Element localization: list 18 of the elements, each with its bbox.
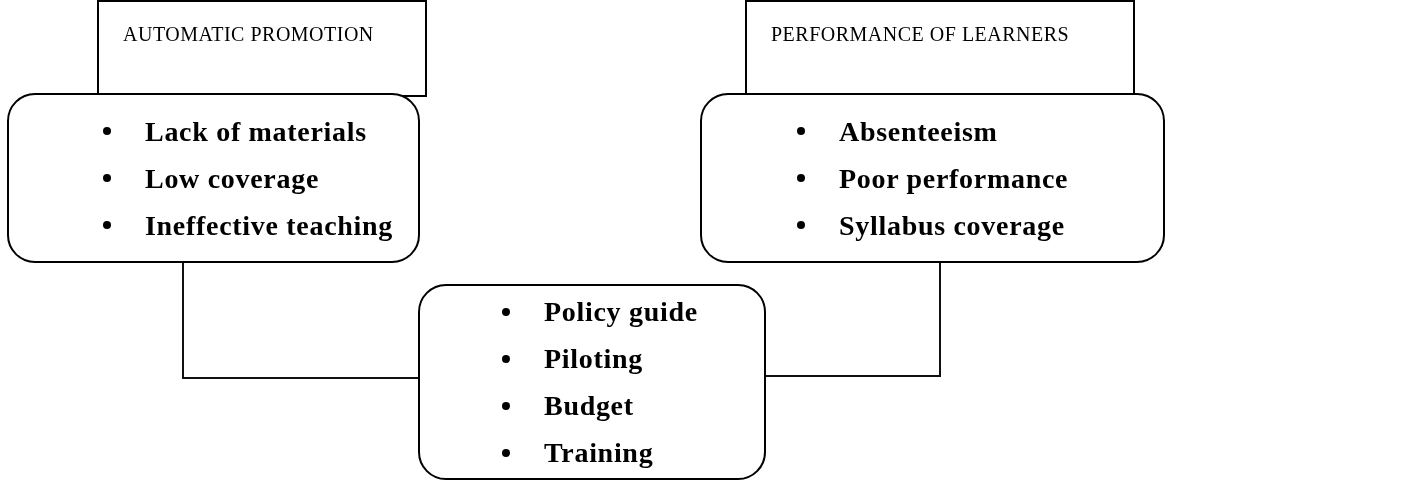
list-item: Training bbox=[544, 436, 654, 470]
list-item: Low coverage bbox=[145, 161, 319, 196]
list-item: Lack of materials bbox=[145, 114, 367, 149]
rounded-list-box bbox=[418, 284, 766, 480]
list-item: Budget bbox=[544, 389, 634, 423]
list-item: Policy guide bbox=[544, 295, 698, 329]
heading-text: AUTOMATIC PROMOTION bbox=[123, 22, 375, 47]
heading-text: PERFORMANCE OF LEARNERS bbox=[771, 22, 1071, 47]
list-item: Absenteeism bbox=[839, 114, 998, 149]
list-item: Syllabus coverage bbox=[839, 208, 1065, 243]
list-item: Piloting bbox=[544, 342, 643, 376]
rounded-list-box bbox=[7, 93, 420, 263]
connector-line bbox=[765, 262, 941, 377]
list-item: Poor performance bbox=[839, 161, 1069, 196]
heading-box bbox=[97, 0, 427, 97]
rounded-list-box bbox=[700, 93, 1165, 263]
list-item: Ineffective teaching bbox=[145, 208, 394, 243]
connector-line bbox=[182, 262, 419, 379]
